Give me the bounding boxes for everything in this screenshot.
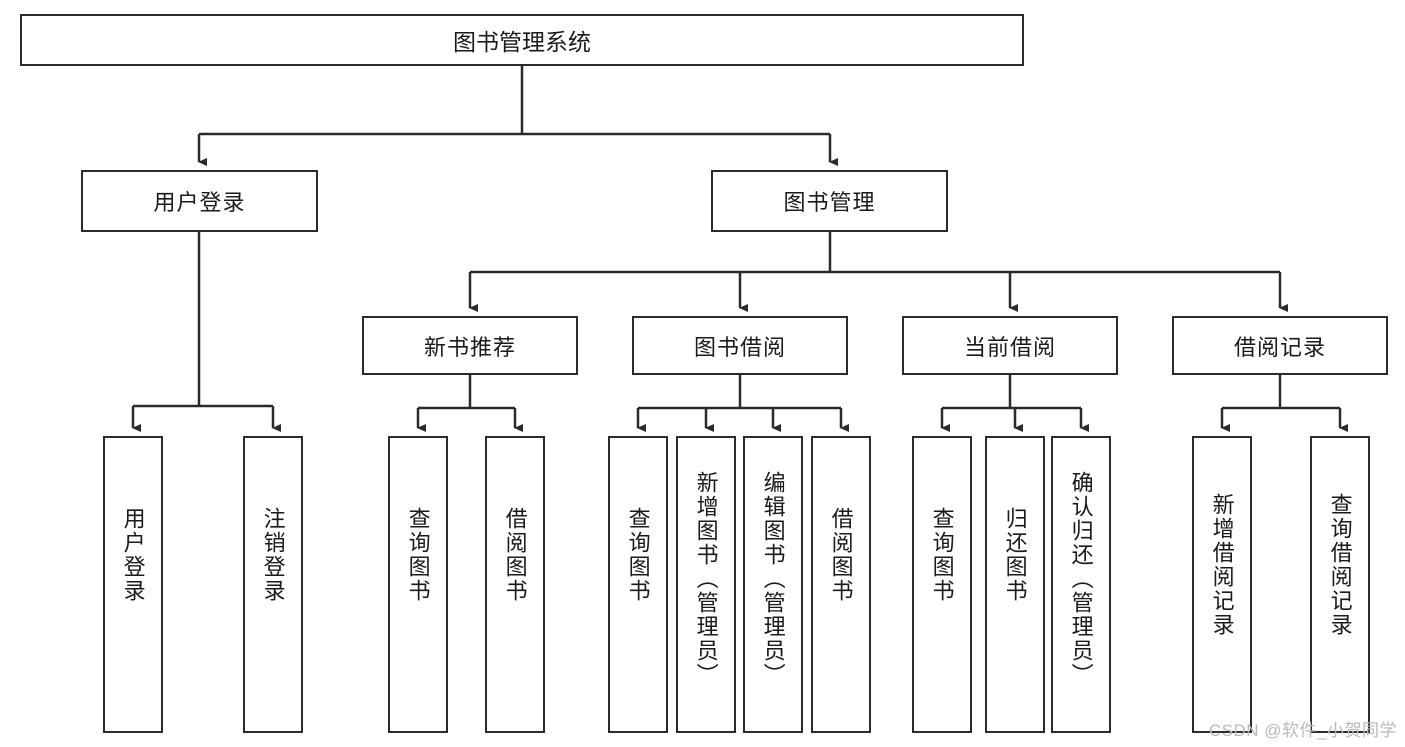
node-leaf-label: 注销登录 [260,507,286,604]
node-leaf-1[interactable]: 注销登录 [243,436,303,733]
node-leaf-12[interactable]: 查询借阅记录 [1310,436,1370,733]
node-leaf-11[interactable]: 新增借阅记录 [1192,436,1252,733]
node-leaf-10[interactable]: 确认归还（管理员） [1051,436,1111,733]
node-leaf-9[interactable]: 归还图书 [985,436,1045,733]
node-leaf-label: 用户登录 [120,507,146,604]
node-level3-1[interactable]: 图书借阅 [632,316,848,375]
node-leaf-label: 新增图书（管理员） [693,471,719,688]
node-root[interactable]: 图书管理系统 [20,14,1024,66]
node-leaf-label: 查询图书 [929,507,955,604]
node-leaf-label: 查询图书 [625,507,651,604]
node-leaf-4[interactable]: 查询图书 [608,436,668,733]
node-leaf-label: 查询图书 [405,507,431,604]
watermark: CSDN @软件_小贺同学 [1208,721,1397,740]
node-level2-1[interactable]: 图书管理 [711,170,948,232]
node-level2-0[interactable]: 用户登录 [81,170,318,232]
node-leaf-label: 借阅图书 [502,507,528,604]
node-leaf-label: 查询借阅记录 [1327,492,1353,637]
node-leaf-6[interactable]: 编辑图书（管理员） [743,436,803,733]
node-level3-0[interactable]: 新书推荐 [362,316,578,375]
node-leaf-5[interactable]: 新增图书（管理员） [676,436,736,733]
node-leaf-label: 归还图书 [1002,507,1028,604]
node-leaf-2[interactable]: 查询图书 [388,436,448,733]
node-leaf-8[interactable]: 查询图书 [912,436,972,733]
node-leaf-label: 编辑图书（管理员） [760,471,786,688]
node-leaf-0[interactable]: 用户登录 [103,436,163,733]
node-leaf-3[interactable]: 借阅图书 [485,436,545,733]
node-level3-3[interactable]: 借阅记录 [1172,316,1388,375]
node-leaf-7[interactable]: 借阅图书 [811,436,871,733]
node-leaf-label: 新增借阅记录 [1209,492,1235,637]
node-level3-2[interactable]: 当前借阅 [902,316,1118,375]
node-leaf-label: 确认归还（管理员） [1068,471,1094,688]
node-leaf-label: 借阅图书 [828,507,854,604]
